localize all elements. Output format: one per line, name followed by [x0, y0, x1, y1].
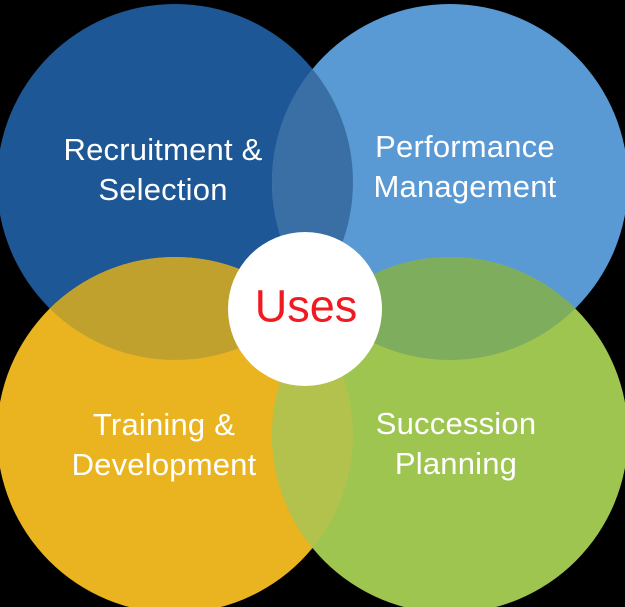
- label-recruitment-selection: Recruitment & Selection: [63, 132, 263, 207]
- label-performance-management: Performance Management: [373, 129, 557, 204]
- label-training-development: Training & Development: [71, 407, 257, 482]
- center-circle: [228, 232, 382, 386]
- label-uses: Uses: [254, 280, 358, 332]
- label-succession-planning: Succession Planning: [375, 406, 537, 481]
